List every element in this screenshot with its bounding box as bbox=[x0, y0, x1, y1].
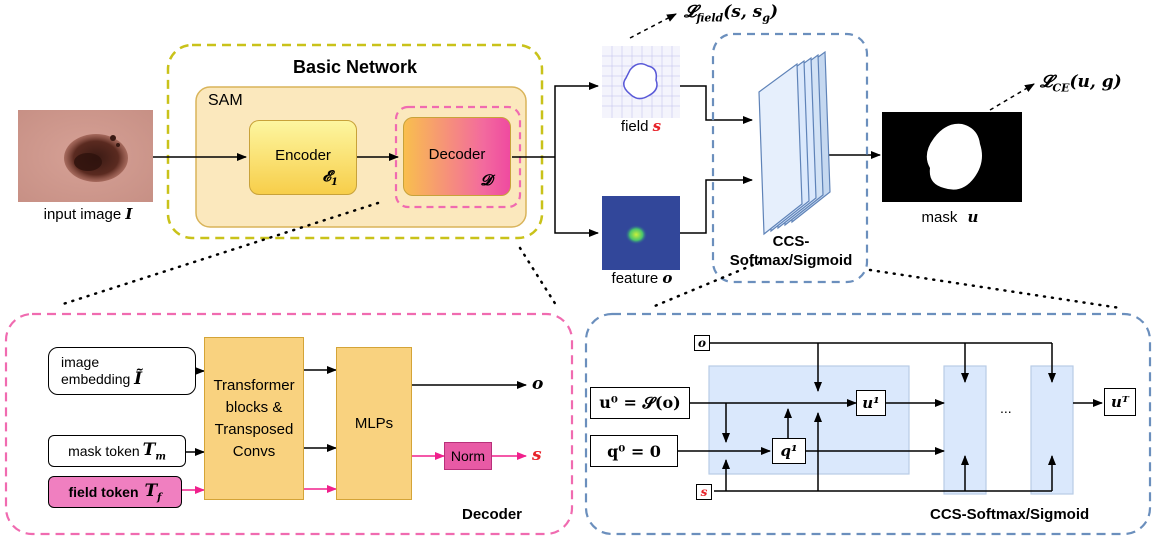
ccs-detail-title: CCS-Softmax/Sigmoid bbox=[930, 506, 1090, 523]
transformer-block: Transformer blocks & Transposed Convs bbox=[204, 337, 304, 500]
input-symbol: I bbox=[125, 205, 133, 223]
ccs-o-input: o bbox=[694, 335, 710, 351]
loss-ce: 𝓛CE(u, g) bbox=[1040, 72, 1122, 95]
input-caption-text: input image bbox=[43, 206, 122, 223]
ccs-iteration-block bbox=[708, 365, 910, 475]
u1-node: u¹ bbox=[856, 390, 886, 416]
uT-node: uᵀ bbox=[1104, 388, 1136, 416]
input-caption: input image I bbox=[8, 205, 168, 223]
mask-caption-text: mask bbox=[921, 209, 958, 226]
mask-image bbox=[882, 112, 1022, 202]
field-image bbox=[602, 46, 680, 118]
field-token-symbol: Tf bbox=[144, 480, 162, 504]
mask-token-label: mask token bbox=[68, 443, 140, 459]
decoder-symbol: 𝓓 bbox=[480, 171, 492, 189]
encoder-symbol: 𝓔1 bbox=[322, 167, 338, 188]
output-o: o bbox=[532, 374, 544, 394]
input-image bbox=[18, 110, 153, 202]
image-embedding-symbol: Ĩ bbox=[134, 369, 143, 389]
feature-caption-text: feature bbox=[611, 270, 659, 287]
basic-network-frame bbox=[166, 43, 544, 240]
loss-field: 𝓛field(s, sg) bbox=[684, 2, 779, 25]
ccs-title-line2: Softmax/Sigmoid bbox=[729, 252, 853, 269]
feature-caption: feature o bbox=[592, 269, 692, 287]
ccs-title-line1: CCS- bbox=[772, 233, 810, 250]
u0-init: u⁰ = 𝓢(o) bbox=[590, 387, 690, 419]
feature-symbol: o bbox=[662, 269, 673, 287]
mask-caption: mask u bbox=[890, 208, 1010, 226]
field-caption: field s bbox=[602, 117, 680, 135]
iteration-ellipsis: ... bbox=[1000, 400, 1012, 416]
decoder-detail-frame bbox=[4, 312, 574, 536]
ccs-layer-stack bbox=[758, 50, 831, 236]
field-symbol: s bbox=[652, 117, 662, 135]
mask-token-symbol: Tm bbox=[142, 439, 166, 463]
mlps-block: MLPs bbox=[336, 347, 412, 500]
norm-block: Norm bbox=[444, 442, 492, 470]
field-token-label: field token bbox=[68, 484, 139, 500]
sam-label: SAM bbox=[208, 92, 243, 109]
basic-network-title: Basic Network bbox=[292, 56, 418, 77]
ccs-title: CCS- Softmax/Sigmoid bbox=[712, 232, 870, 270]
field-caption-text: field bbox=[620, 118, 649, 135]
mask-symbol: u bbox=[967, 208, 979, 226]
q1-node: q¹ bbox=[772, 438, 806, 464]
encoder-block: Encoder 𝓔1 bbox=[249, 120, 357, 195]
output-s: s bbox=[532, 445, 542, 465]
image-embedding-line2: embedding bbox=[61, 371, 131, 387]
ccs-s-input: s bbox=[696, 484, 712, 500]
ccs-frame bbox=[711, 32, 869, 284]
image-embedding-input: image embedding Ĩ bbox=[48, 347, 196, 395]
field-token-input: field token Tf bbox=[48, 476, 182, 508]
decoder-label: Decoder bbox=[428, 146, 486, 163]
feature-image bbox=[602, 196, 680, 270]
decoder-detail-title: Decoder bbox=[462, 506, 523, 523]
decoder-block: Decoder 𝓓 bbox=[403, 117, 511, 196]
ccs-detail-frame bbox=[584, 312, 1152, 536]
q0-init: q⁰ = 0 bbox=[590, 435, 678, 467]
encoder-label: Encoder bbox=[275, 147, 331, 164]
mask-token-input: mask token Tm bbox=[48, 435, 186, 467]
image-embedding-line1: image bbox=[61, 354, 100, 370]
